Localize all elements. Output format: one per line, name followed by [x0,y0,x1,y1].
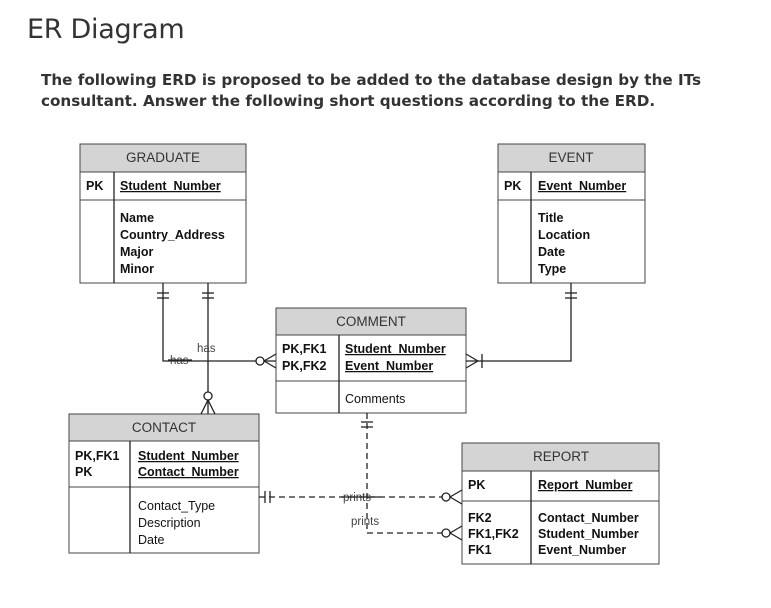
comment-key-attr: Event_Number [345,359,433,373]
graduate-attr: Minor [120,262,154,276]
report-name: REPORT [533,449,589,464]
contact-key-label: PK,FK1 [75,449,120,463]
contact-key-attr: Student_Number [138,449,239,463]
report-key-row [461,470,660,502]
comment-key-row [275,334,467,382]
graduate-attr: Major [120,245,153,259]
page-title: ER Diagram [27,14,185,45]
rel-graduate-comment[interactable]: has [157,283,277,369]
intro-text: The following ERD is proposed to be adde… [41,70,741,112]
report-attr-row [461,500,660,565]
event-pk-label: PK [504,179,521,193]
graduate-header [79,143,247,173]
contact-key-attr: Contact_Number [138,465,239,479]
graduate-pk-attr: Student_Number [120,179,221,193]
rel-graduate-contact[interactable]: has [197,283,216,415]
comment-key-label: PK,FK2 [282,359,327,373]
intro-line-1: The following ERD is proposed to be adde… [41,71,702,89]
contact-attr: Contact_Type [138,499,215,513]
report-pk-attr: Report_Number [538,478,633,492]
contact-name: CONTACT [132,420,196,435]
contact-header [68,413,260,442]
graduate-attr: Country_Address [120,228,225,242]
rel-label-has: has [170,355,189,367]
contact-attr: Description [138,516,201,530]
intro-line-2: consultant. Answer the following short q… [41,92,656,110]
rel-label-prints: prints [351,516,379,528]
comment-key-attr: Student_Number [345,342,446,356]
graduate-attr: Name [120,211,154,225]
contact-attr: Date [138,533,164,547]
report-fk-attr: Student_Number [538,527,639,541]
report-fk-label: FK1 [468,543,492,557]
report-fk-label: FK1,FK2 [468,527,519,541]
report-pk-label: PK [468,478,485,492]
entity-graduate[interactable]: GRADUATE PK Student_Number Name Country_… [79,143,247,284]
rel-label-has: has [197,343,216,355]
comment-attr: Comments [345,392,405,406]
contact-key-label: PK [75,465,92,479]
entity-contact[interactable]: CONTACT PK,FK1 PK Student_Number Contact… [68,413,260,554]
rel-contact-report[interactable]: prints [259,489,463,505]
report-fk-attr: Event_Number [538,543,626,557]
graduate-pk-label: PK [86,179,103,193]
comment-header [275,307,467,336]
comment-name: COMMENT [336,314,406,329]
report-fk-label: FK2 [468,511,492,525]
contact-attr-row [68,486,260,554]
report-header [461,442,660,472]
entity-report[interactable]: REPORT PK Report_Number FK2 FK1,FK2 FK1 … [461,442,660,565]
contact-key-row [68,440,260,488]
entity-comment[interactable]: COMMENT PK,FK1 PK,FK2 Student_Number Eve… [275,307,467,414]
rel-comment-report[interactable]: prints [351,413,463,541]
graduate-key-row [79,171,247,201]
event-pk-attr: Event_Number [538,179,626,193]
comment-key-label: PK,FK1 [282,342,327,356]
entity-event[interactable]: EVENT PK Event_Number Title Location Dat… [497,143,646,284]
event-attr: Date [538,245,565,259]
comment-attr-row [275,380,467,414]
rel-event-comment[interactable] [465,283,577,369]
event-attr-row [497,199,646,284]
graduate-attr-row [79,199,247,284]
event-attr: Type [538,262,566,276]
event-attr: Title [538,211,564,225]
rel-label-prints: prints [343,492,371,504]
report-fk-attr: Contact_Number [538,511,639,525]
event-attr: Location [538,228,590,242]
event-name: EVENT [548,150,593,165]
graduate-name: GRADUATE [126,150,200,165]
